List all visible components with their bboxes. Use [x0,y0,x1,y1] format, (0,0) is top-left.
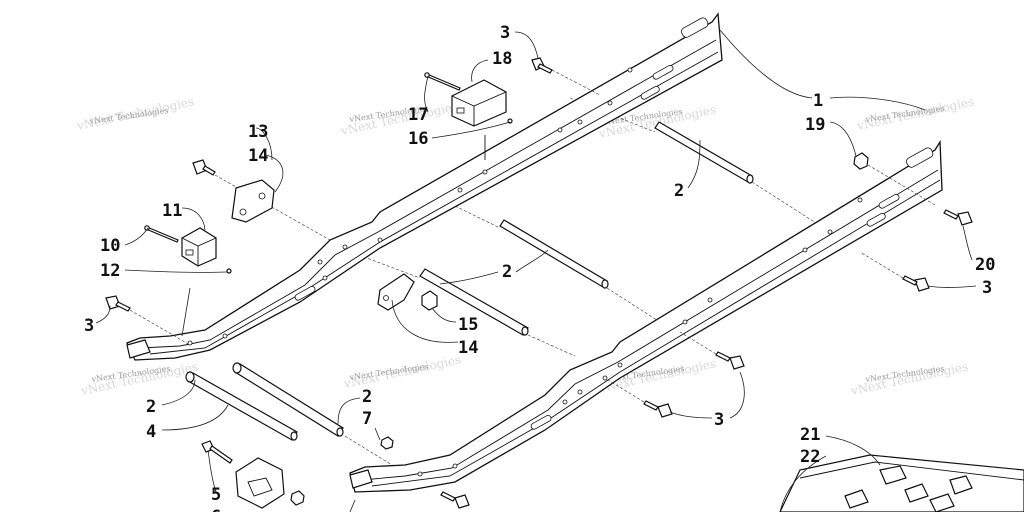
callout-labels: 3 18 17 16 1 19 2 13 14 11 10 12 3 2 15 … [84,23,995,512]
callout-16: 16 [408,129,428,149]
rail-slot [652,65,674,80]
shaft-end [601,279,609,289]
bolt-icon [105,295,131,312]
callout-4: 4 [146,422,156,442]
hardware [105,57,973,509]
rail-slot [878,194,900,209]
bolt-icon [643,400,673,418]
callout-22: 22 [800,447,820,467]
shaft-end [746,174,754,184]
nut-icon [290,490,305,506]
track-clip [844,489,869,509]
cross-shaft-upper [654,121,753,183]
track-clip [904,483,929,503]
shaft-end [232,362,242,374]
bolt-icon [440,491,470,509]
callout-18: 18 [492,49,512,69]
callout-10: 10 [100,236,120,256]
shaft-lower-2 [234,363,344,437]
left-rail-body [126,12,723,361]
rail-slot [906,147,934,168]
callout-2: 2 [674,181,684,201]
track [779,454,1024,512]
callout-7: 7 [362,409,372,429]
bracket-14-lower [377,273,415,311]
block-11 [181,227,217,267]
nut-icon [226,268,232,274]
callout-19: 19 [805,115,825,135]
shaft-end [521,326,529,336]
callout-12: 12 [100,261,120,281]
callout-2: 2 [502,262,512,282]
rail-slot [866,212,886,227]
rail-slot [294,286,316,301]
cross-shaft-middle [499,219,608,288]
left-slide-rail [126,12,723,361]
shaft-end [290,431,298,441]
bolt-icon [943,209,973,226]
track-clip [879,465,907,485]
callout-3: 3 [982,278,992,298]
shaft-end [185,371,195,383]
bolt-icon [201,440,233,464]
bolt-icon [902,275,930,292]
nut-icon [421,290,438,311]
track-clip [929,493,955,512]
callout-14: 14 [458,338,478,358]
rail-slot [640,85,660,100]
callout-5: 5 [211,485,221,505]
callout-11: 11 [162,201,182,221]
cross-shafts [185,97,831,471]
block-5 [235,457,285,509]
bolt-icon [715,351,745,370]
callout-2: 2 [146,397,156,417]
callout-13: 13 [248,122,268,142]
callout-15: 15 [458,315,478,335]
bolt-icon [192,159,216,176]
bolt-icon [531,57,553,74]
right-rail-body [349,139,943,493]
callout-3: 3 [500,23,510,43]
right-slide-rail [349,139,943,493]
cross-shaft-left [419,268,529,336]
callout-17: 17 [408,105,428,125]
callout-3: 3 [714,410,724,430]
nut-icon [853,152,869,170]
shaft-end [336,427,344,437]
pin-icon [145,226,179,243]
callout-2: 2 [362,387,372,407]
leader-lines [95,29,977,512]
callout-3: 3 [84,316,94,336]
rail-front-tip [126,339,151,359]
shaft-4 [187,372,298,441]
rail-slot [681,17,709,38]
rail-front-tip [349,469,373,489]
nut-icon [380,436,394,450]
block-18 [451,79,507,127]
track-clip [949,475,973,495]
callout-20: 20 [975,255,995,275]
callout-1: 1 [813,91,823,111]
callout-14: 14 [248,146,268,166]
callout-21: 21 [800,425,820,445]
rail-slot [530,415,552,430]
bracket-14-upper [231,179,275,223]
pin-icon [425,73,461,91]
callout-6: 6 [211,507,221,512]
